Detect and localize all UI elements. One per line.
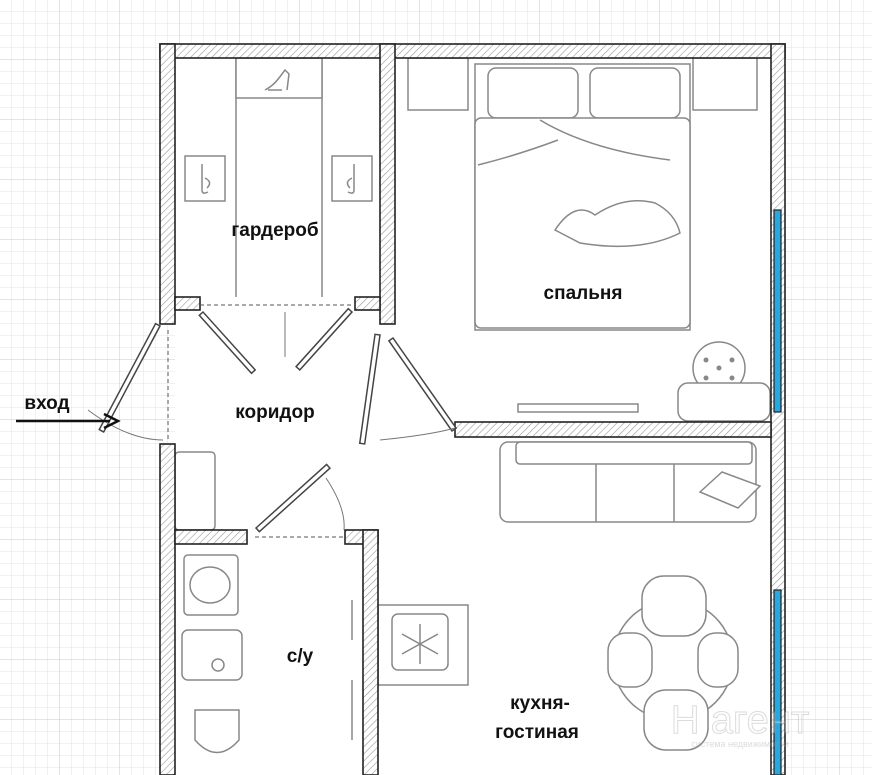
bedroom-furniture [407, 57, 771, 422]
bathroom-fixtures [181, 554, 353, 754]
wardrobe-furniture [184, 57, 373, 297]
window-kitchen [773, 589, 782, 775]
walls [159, 43, 786, 775]
doors [87, 304, 458, 538]
kitchen-furniture [377, 441, 762, 751]
room-label-kitchen-2: гостиная [495, 722, 579, 743]
watermark-tagline: система недвижимости [691, 739, 788, 749]
watermark-logo: Н агент система недвижимости [670, 698, 810, 750]
room-label-corridor: коридор [235, 402, 314, 423]
entrance-label: вход [24, 393, 69, 414]
entrance-arrowhead [103, 412, 121, 430]
corridor-shoe-cabinet [174, 451, 216, 531]
room-label-bathroom: с/у [287, 646, 314, 667]
window-bedroom [773, 209, 782, 413]
watermark-logo-text: Н агент [671, 698, 810, 742]
room-label-bedroom: спальня [544, 283, 623, 304]
room-label-kitchen-1: кухня- [510, 693, 570, 714]
room-label-wardrobe: гардероб [231, 220, 318, 241]
